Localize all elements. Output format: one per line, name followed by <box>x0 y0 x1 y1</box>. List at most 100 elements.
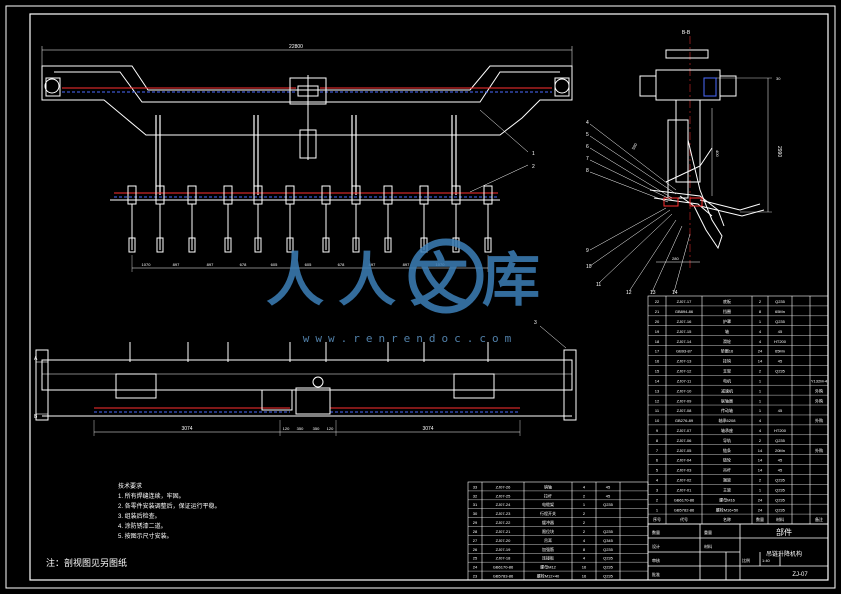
left-table-cell: GB6170-86 <box>493 565 514 570</box>
title-label-qty: 数量 <box>652 529 660 535</box>
parts-cell: ZJ07-07 <box>677 428 692 433</box>
callout-side-6: 6 <box>586 144 589 150</box>
callout-side-14: 14 <box>672 290 678 296</box>
parts-cell: ZJ07-15 <box>677 329 692 334</box>
left-table-cell: ZJ07-26 <box>496 484 511 489</box>
parts-cell: 16 <box>655 359 660 364</box>
parts-cell: ZJ07-04 <box>677 458 692 463</box>
parts-table-row-lines <box>648 305 828 515</box>
title-label-weight: 重量 <box>704 529 712 535</box>
left-table-cell: 24 <box>473 565 478 570</box>
callout-side-5: 5 <box>586 132 589 138</box>
parts-cell: 2 <box>759 369 762 374</box>
parts-cell: 24 <box>758 349 763 354</box>
parts-cell: GB894-86 <box>675 309 694 314</box>
parts-cell: 2 <box>656 497 659 502</box>
parts-cell: ZJ07-13 <box>677 359 692 364</box>
dim-bottom-mid-4: 120 <box>327 426 334 431</box>
parts-cell: 18 <box>655 339 660 344</box>
technical-notes: 技术要求 1. 所有焊缝连续，牢固。 2. 各零件安装调整后，保证运行平稳。 3… <box>46 482 221 568</box>
parts-header: 名称 <box>723 516 731 522</box>
dim-lower-6: 605 <box>305 262 312 267</box>
parts-cell: ZJ07-16 <box>677 319 692 324</box>
dim-side-top: 30 <box>776 76 781 81</box>
left-table-cell: 2 <box>583 520 586 525</box>
left-table-row-lines <box>468 490 648 572</box>
parts-cell: ZJ07-17 <box>677 299 692 304</box>
parts-cell: 17 <box>655 349 660 354</box>
left-table-cell: 电缆架 <box>542 501 554 507</box>
parts-cell: 21 <box>655 309 660 314</box>
front-view <box>41 46 573 272</box>
dim-side-b: 590 <box>631 142 639 151</box>
parts-cell: ZJ07-03 <box>677 468 692 473</box>
left-table-cell: 1 <box>583 502 586 507</box>
note-item-5: 5. 按图示尺寸安装。 <box>118 532 173 540</box>
left-table-cell: Q235 <box>603 565 614 570</box>
dim-lower-7: 678 <box>338 262 345 267</box>
parts-cell: 护罩 <box>723 318 731 324</box>
parts-cell: 24 <box>758 497 763 502</box>
title-label-design: 设计 <box>652 543 660 549</box>
parts-cell: 15 <box>655 369 660 374</box>
parts-cell: 14 <box>758 448 763 453</box>
title-block-grid <box>647 523 829 581</box>
left-table-cell: ZJ07-21 <box>496 529 511 534</box>
parts-cell: 1 <box>759 408 762 413</box>
left-table-cell: 8 <box>583 547 586 552</box>
parts-cell: ZJ07-05 <box>677 448 692 453</box>
parts-cell: 45 <box>778 359 783 364</box>
parts-header: 序号 <box>653 516 661 522</box>
parts-cell: 8 <box>759 309 762 314</box>
left-table-cell: 销轴 <box>544 483 552 489</box>
dim-side-a: 400 <box>715 150 720 157</box>
parts-cell: 5 <box>656 468 659 473</box>
dim-side-height: 2990 <box>776 146 782 157</box>
parts-header: 数量 <box>756 516 764 522</box>
left-table-cell: 限位块 <box>542 528 554 534</box>
parts-cell: 2 <box>759 438 762 443</box>
left-table-cell: 4 <box>583 538 586 543</box>
left-table-cell: 16 <box>582 565 587 570</box>
parts-cell: 1 <box>759 378 762 383</box>
parts-cell: 4 <box>656 478 659 483</box>
parts-cell: 6 <box>656 458 659 463</box>
dim-lower-5: 605 <box>271 262 278 267</box>
title-part-heading: 部件 <box>776 527 792 537</box>
left-table-cell: 23 <box>473 574 478 579</box>
parts-table-grid <box>647 295 829 525</box>
parts-cell: 螺栓M16×50 <box>716 506 739 512</box>
parts-cell: 1 <box>656 507 659 512</box>
parts-cell: 外购 <box>815 397 823 403</box>
parts-cell: 1 <box>759 319 762 324</box>
parts-cell: 4 <box>759 418 762 423</box>
watermark: 人人文库 www.renrendoc.com <box>266 238 540 345</box>
left-table-cell: 27 <box>473 538 478 543</box>
parts-cell: ZJ07-11 <box>677 378 692 383</box>
left-table-cell: 4 <box>583 484 586 489</box>
parts-cell: HT200 <box>774 339 787 344</box>
parts-cell: 10 <box>655 418 660 423</box>
left-table-cell: 45 <box>606 484 611 489</box>
dim-lower-8: 897 <box>369 262 376 267</box>
left-table-cell: 30 <box>473 511 478 516</box>
dim-lower-1: 1070 <box>142 262 152 267</box>
parts-cell: 联轴器 <box>721 397 733 403</box>
parts-cell: 主梁 <box>723 486 731 492</box>
parts-cell: 1 <box>759 388 762 393</box>
title-sheet-code: ZJ-07 <box>792 572 808 578</box>
parts-cell: 挂钩 <box>723 358 731 364</box>
parts-cell: Y132M-4 <box>811 378 828 383</box>
left-table-cell: GB5783-86 <box>493 574 514 579</box>
parts-cell: Q235 <box>775 319 786 324</box>
parts-cell: 端梁 <box>723 477 731 483</box>
parts-cell: 4 <box>759 329 762 334</box>
parts-cell: Q235 <box>775 438 786 443</box>
left-table-cell: 加强筋 <box>542 546 554 552</box>
left-table-cell: 螺母M12 <box>540 564 557 570</box>
left-table-cell: Q235 <box>603 529 614 534</box>
left-table-cell: ZJ07-18 <box>496 556 511 561</box>
watermark-site: www.renrendoc.com <box>303 332 518 345</box>
